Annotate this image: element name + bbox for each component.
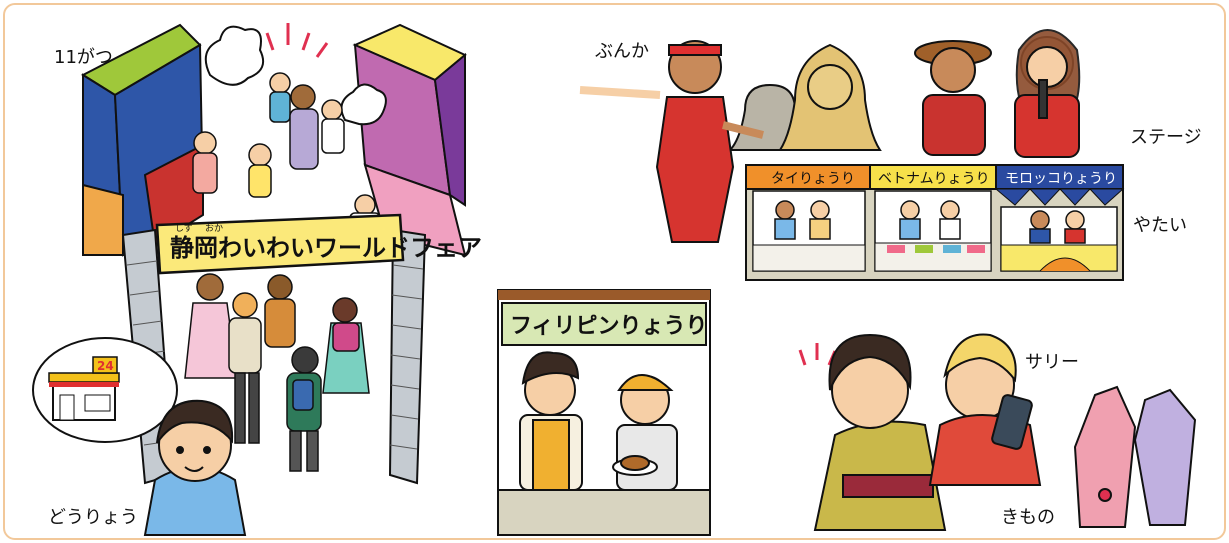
excitement-marks xyxy=(798,343,837,366)
fair-banner-text: 静岡わいわいワールドフェア xyxy=(170,234,482,262)
dress-icon xyxy=(1073,385,1197,528)
stall-thai-label: タイりょうり xyxy=(771,171,855,187)
culture-scene xyxy=(579,29,1081,243)
sari-label: サリー xyxy=(1025,352,1079,373)
stall-vietnam-label: ベトナムりょうり xyxy=(878,171,990,187)
culture-label: ぶんか xyxy=(595,41,649,62)
food-stalls: タイりょうり ベトナムりょうり モロッコりょうり xyxy=(745,164,1125,281)
stalls-label: やたい xyxy=(1133,215,1187,236)
fair-banner: 静岡わいわいワールドフェア しず おか xyxy=(155,213,482,275)
stage-performers xyxy=(914,29,1081,158)
fair-banner-ruby: おか xyxy=(205,223,223,234)
kimono-sari-scene xyxy=(798,333,1197,531)
smoke-cloud xyxy=(340,83,387,126)
dancer-person xyxy=(579,40,764,243)
right-tent xyxy=(352,23,467,257)
gate-pillar-right xyxy=(388,228,427,485)
filipino-food-scene: フィリピンりょうり xyxy=(497,289,711,536)
stage-label: ステージ xyxy=(1130,127,1202,148)
left-tent xyxy=(80,23,205,257)
filipino-food-label: フィリピンりょうり xyxy=(510,314,708,339)
coworker-label: どうりょう xyxy=(48,507,138,528)
fair-banner-ruby: しず xyxy=(175,223,193,234)
convenience-store-icon: 24 xyxy=(48,356,120,421)
crowd-outside xyxy=(184,273,370,472)
store-sign-text: 24 xyxy=(97,359,114,373)
crowd-inside xyxy=(192,72,381,226)
smartphone-icon xyxy=(991,394,1033,450)
illustration-frame: 静岡わいわいワールドフェア しず おか 24 xyxy=(3,3,1226,540)
smoke-cloud xyxy=(204,25,264,86)
illustration-canvas: 静岡わいわいワールドフェア しず おか 24 xyxy=(32,23,1197,536)
month-label: 11がつ xyxy=(54,47,113,68)
stall-morocco-label: モロッコりょうり xyxy=(1005,171,1117,187)
festival-scene: 静岡わいわいワールドフェア しず おか xyxy=(80,23,482,485)
kimono-label: きもの xyxy=(1001,507,1055,528)
coworker-person xyxy=(143,399,247,536)
buddha-statue-icon xyxy=(727,43,882,151)
coworker-scene: 24 xyxy=(32,337,247,536)
